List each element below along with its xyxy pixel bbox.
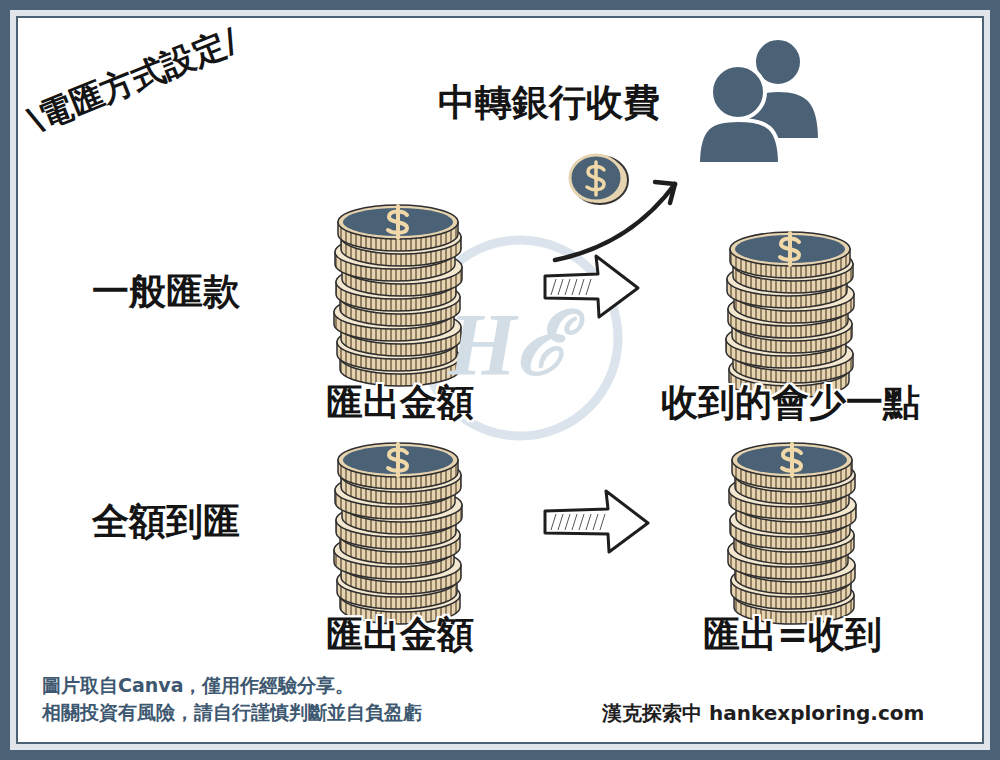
footer-note: 圖片取自Canva，僅用作經驗分享。	[42, 673, 355, 699]
coin-stack: 匯出金額	[310, 205, 490, 430]
people-icon	[698, 38, 820, 164]
stack-caption: 匯出=收到	[703, 610, 882, 660]
stack-caption: 匯出金額	[326, 610, 474, 660]
coin-stack: 匯出=收到	[650, 440, 935, 662]
flow-arrow	[545, 491, 648, 552]
site-credit: 漢克探索中 hankexploring.com	[602, 700, 924, 727]
diagram-title: \電匯方式設定/	[22, 18, 245, 143]
stack-caption: 匯出金額	[326, 378, 474, 428]
row-label: 全額到匯	[92, 497, 240, 547]
fee-heading: 中轉銀行收費	[438, 78, 660, 128]
footer-note: 相關投資有風險，請自行謹慎判斷並自負盈虧	[42, 700, 422, 726]
coin-stack-art	[726, 232, 854, 398]
coin-stack-art	[334, 443, 462, 624]
small-coin	[570, 155, 628, 204]
stack-caption: 收到的會少一點	[661, 378, 920, 428]
fee-recipient: 中轉銀行收費	[430, 58, 820, 170]
coin-stack: 匯出金額	[310, 440, 490, 662]
coin-stack-art	[334, 205, 462, 386]
coin-stack-art	[728, 443, 856, 624]
coin-stack: 收到的會少一點	[640, 232, 940, 430]
row-label: 一般匯款	[92, 267, 240, 317]
flow-arrow	[555, 182, 675, 260]
